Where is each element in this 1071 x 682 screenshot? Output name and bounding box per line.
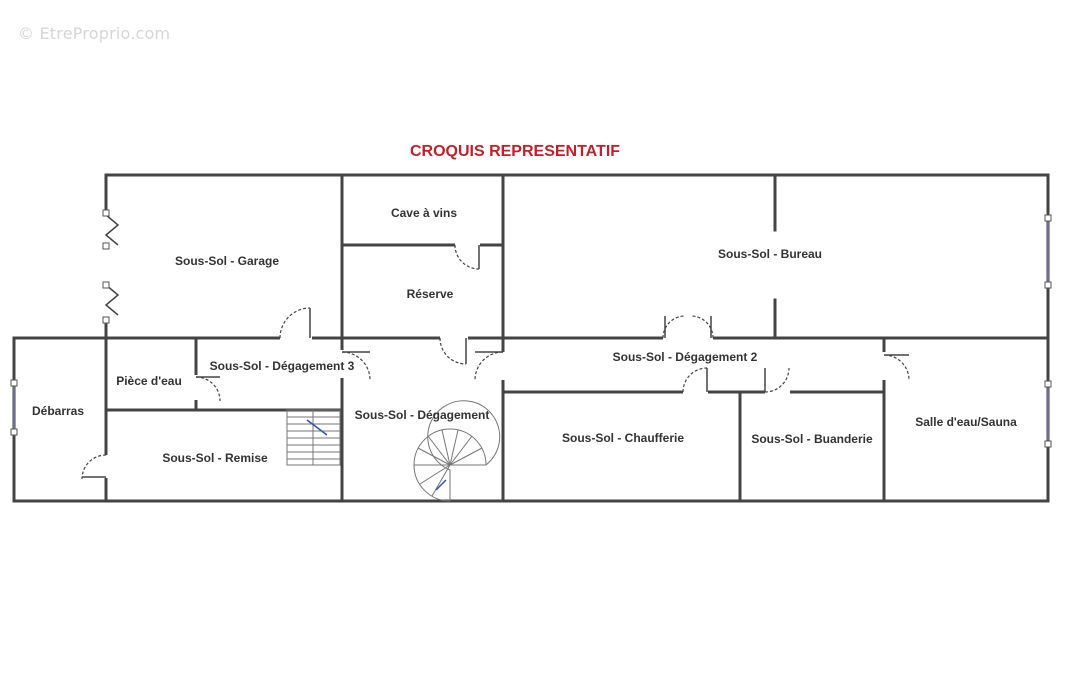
straight-staircase <box>286 409 341 466</box>
room-label-reserve: Réserve <box>407 287 454 301</box>
room-label-remise: Sous-Sol - Remise <box>162 451 268 465</box>
room-label-cave-a-vins: Cave à vins <box>391 206 457 220</box>
room-label-debarras: Débarras <box>32 404 84 418</box>
door-swings <box>81 214 910 480</box>
room-label-degagement-3: Sous-Sol - Dégagement 3 <box>210 359 355 373</box>
room-label-degagement: Sous-Sol - Dégagement <box>355 408 490 422</box>
room-label-salle-d-eau-sauna: Salle d'eau/Sauna <box>915 415 1017 429</box>
room-label-chaufferie: Sous-Sol - Chaufferie <box>562 431 684 445</box>
watermark: © EtreProprio.com <box>18 24 171 43</box>
room-label-bureau: Sous-Sol - Bureau <box>718 247 822 261</box>
plan-title: CROQUIS REPRESENTATIF <box>409 143 621 160</box>
room-label-degagement-2: Sous-Sol - Dégagement 2 <box>613 350 758 364</box>
room-label-garage: Sous-Sol - Garage <box>175 254 279 268</box>
door-openings <box>103 212 887 478</box>
room-label-piece-d-eau: Pièce d'eau <box>116 374 182 388</box>
room-labels: Sous-Sol - Garage Cave à vins Réserve So… <box>32 206 1017 465</box>
room-label-buanderie: Sous-Sol - Buanderie <box>751 432 873 446</box>
spiral-staircase <box>413 400 501 502</box>
windows <box>10 209 1052 448</box>
